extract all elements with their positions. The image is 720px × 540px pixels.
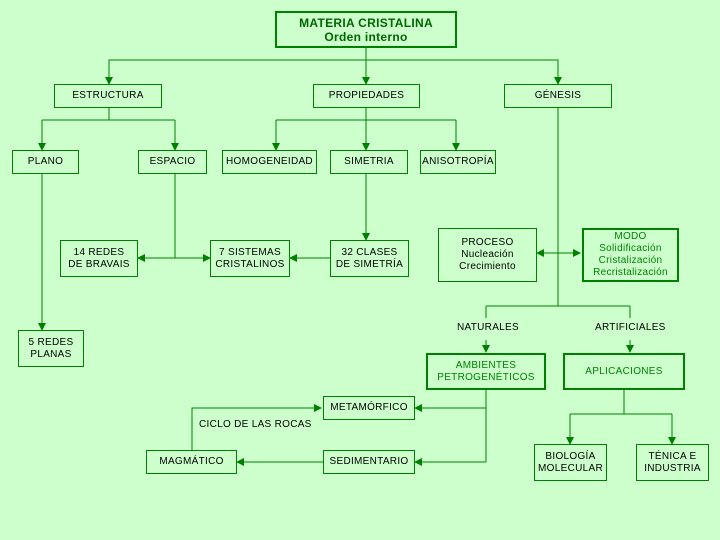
node-proceso: PROCESO Nucleación Crecimiento (438, 228, 537, 282)
node-espacio: ESPACIO (138, 150, 207, 174)
node-redes-bravais: 14 REDES DE BRAVAIS (60, 240, 138, 277)
node-sedimentario: SEDIMENTARIO (323, 450, 415, 474)
label-naturales: NATURALES (457, 322, 519, 333)
node-estructura: ESTRUCTURA (54, 84, 162, 108)
label-artificiales: ARTIFICIALES (595, 322, 666, 333)
node-magmatico: MAGMÁTICO (146, 450, 237, 474)
node-ambientes-petrogeneticos: AMBIENTES PETROGENÉTICOS (426, 353, 546, 390)
node-biologia-molecular: BIOLOGÍA MOLECULAR (534, 444, 607, 481)
node-tecnica-industria: TÉNICA E INDUSTRIA (636, 444, 709, 481)
node-propiedades: PROPIEDADES (313, 84, 420, 108)
node-homogeneidad: HOMOGENEIDAD (222, 150, 317, 174)
node-genesis: GÉNESIS (504, 84, 612, 108)
node-plano: PLANO (12, 150, 79, 174)
node-modo: MODO Solidificación Cristalización Recri… (582, 228, 679, 282)
node-sistemas-cristalinos: 7 SISTEMAS CRISTALINOS (210, 240, 290, 277)
node-metamorfico: METAMÓRFICO (323, 396, 415, 420)
root-node: MATERIA CRISTALINA Orden interno (275, 11, 457, 48)
label-ciclo-rocas: CICLO DE LAS ROCAS (199, 419, 312, 430)
node-aplicaciones: APLICACIONES (563, 353, 685, 390)
node-anisotropia: ANISOTROPÍA (420, 150, 496, 174)
root-title: MATERIA CRISTALINA (299, 15, 433, 30)
node-clases-simetria: 32 CLASES DE SIMETRÍA (330, 240, 409, 277)
node-simetria: SIMETRIA (330, 150, 408, 174)
root-subtitle: Orden interno (324, 29, 408, 44)
node-redes-planas: 5 REDES PLANAS (18, 330, 84, 367)
